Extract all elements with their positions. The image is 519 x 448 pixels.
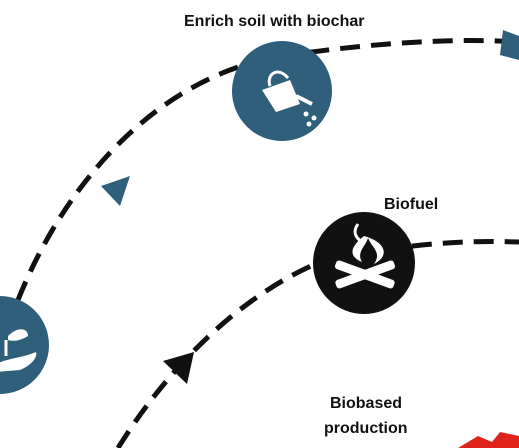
inner-arc-arrow — [163, 352, 194, 384]
watering-can-icon — [262, 70, 313, 112]
inner-dashed-arc — [115, 239, 519, 448]
campfire-icon — [335, 223, 395, 289]
enrich-soil-label: Enrich soil with biochar — [184, 13, 365, 30]
water-drops — [303, 111, 317, 127]
watering-can-node — [232, 41, 332, 141]
biobased-label-line2: production — [324, 420, 408, 437]
plant-in-hand-icon — [0, 329, 37, 372]
campfire-node — [313, 212, 415, 314]
biobased-label-line1: Biobased — [330, 395, 403, 412]
red-arrow — [458, 432, 519, 448]
outer-arc-arrow-left — [101, 176, 130, 206]
outer-arc-arrow-right — [500, 30, 519, 60]
plant-node — [0, 296, 49, 394]
biofuel-label: Biofuel — [384, 196, 439, 213]
